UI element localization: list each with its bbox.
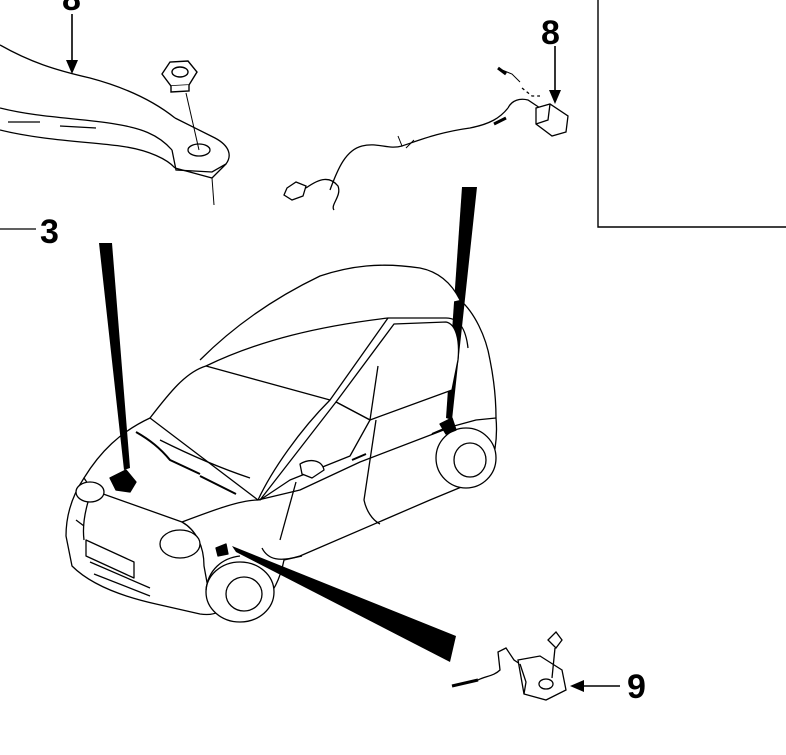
hex-nut: [161, 60, 198, 93]
sensor-bracket: [451, 631, 567, 701]
callout-label-8: 8: [541, 14, 560, 52]
car-illustration: [65, 264, 498, 623]
callout-label-3: 3: [40, 213, 59, 251]
sensor-harness: [283, 66, 569, 211]
bracket-part: [0, 44, 230, 206]
callout-top-arrowhead: [66, 60, 78, 74]
callout-8-arrowhead: [549, 90, 561, 104]
callout-label-top: 8: [62, 0, 81, 16]
callout-label-9: 9: [627, 668, 646, 706]
inset-frame: [597, 0, 786, 228]
pointer-wedge-bottom: [232, 546, 456, 662]
pointer-wedge-left: [99, 243, 130, 470]
callout-9-arrowhead: [570, 680, 584, 692]
